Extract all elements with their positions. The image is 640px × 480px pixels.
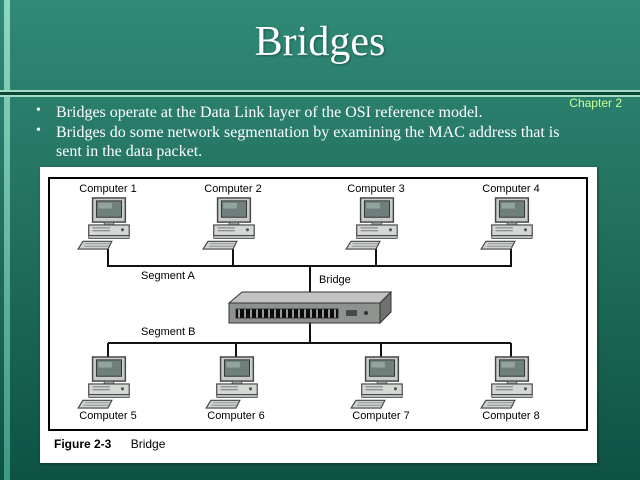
computer-icon <box>202 197 264 251</box>
page-title: Bridges <box>254 19 386 65</box>
title-divider <box>0 90 640 97</box>
drop-line <box>380 343 382 357</box>
computer-node: Computer 7 <box>339 355 423 423</box>
drop-line <box>235 343 237 357</box>
drop-line <box>107 249 109 267</box>
segment-b-label: Segment B <box>138 326 199 338</box>
bullet-text: Bridges do some network segmentation by … <box>56 123 560 160</box>
computer-node: Computer 2 <box>191 183 275 251</box>
computer-node: Computer 1 <box>66 183 150 251</box>
bridge-uplink-line <box>309 265 311 293</box>
drop-line <box>232 249 234 267</box>
figure-caption-text: Bridge <box>130 437 166 451</box>
bullet-text: Bridges operate at the Data Link layer o… <box>56 104 483 121</box>
divider-dark-line <box>0 92 640 95</box>
computer-label: Computer 3 <box>347 183 405 195</box>
computer-node: Computer 8 <box>469 355 553 423</box>
bridge-downlink-line <box>309 323 311 343</box>
left-accent-strip <box>4 0 10 480</box>
computer-label: Computer 6 <box>207 410 265 422</box>
bullet-list: • Bridges operate at the Data Link layer… <box>32 103 584 163</box>
bullet-dot: • <box>36 122 41 138</box>
chapter-label: Chapter 2 <box>569 96 622 110</box>
computer-label: Computer 2 <box>204 183 262 195</box>
bullet-item: • Bridges operate at the Data Link layer… <box>32 103 584 123</box>
bullet-item: • Bridges do some network segmentation b… <box>32 122 584 162</box>
computer-label: Computer 7 <box>352 410 410 422</box>
computer-label: Computer 5 <box>79 410 137 422</box>
computer-icon <box>345 197 407 251</box>
computer-icon <box>77 197 139 251</box>
computer-label: Computer 4 <box>482 183 540 195</box>
divider-light-line <box>0 95 640 97</box>
network-diagram: Segment A Bridge Segment B Computer 1 Co… <box>48 177 588 431</box>
figure-caption: Figure 2-3 Bridge <box>54 437 165 451</box>
figure-panel: Segment A Bridge Segment B Computer 1 Co… <box>40 167 597 463</box>
computer-icon <box>480 197 542 251</box>
drop-line <box>107 343 109 357</box>
computer-label: Computer 8 <box>482 410 540 422</box>
computer-node: Computer 6 <box>194 355 278 423</box>
segment-a-label: Segment A <box>138 270 198 282</box>
drop-line <box>510 249 512 267</box>
computer-label: Computer 1 <box>79 183 137 195</box>
divider-light-line <box>0 90 640 92</box>
bridge-label: Bridge <box>316 274 354 286</box>
computer-node: Computer 5 <box>66 355 150 423</box>
bridge-device-icon <box>228 291 392 325</box>
computer-icon <box>480 356 542 410</box>
figure-caption-label: Figure 2-3 <box>54 437 112 451</box>
drop-line <box>510 343 512 357</box>
computer-node: Computer 4 <box>469 183 553 251</box>
drop-line <box>375 249 377 267</box>
segment-b-bus-line <box>108 342 511 344</box>
computer-icon <box>350 356 412 410</box>
bullet-dot: • <box>36 103 41 118</box>
computer-node: Computer 3 <box>334 183 418 251</box>
computer-icon <box>205 356 267 410</box>
computer-icon <box>77 356 139 410</box>
